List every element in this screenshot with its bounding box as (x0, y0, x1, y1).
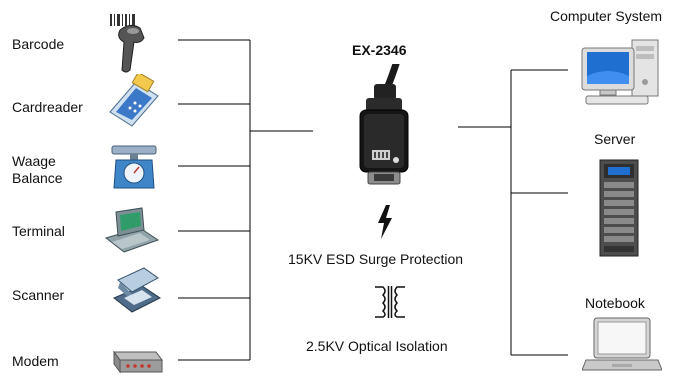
feature-optical-isolation: 2.5KV Optical Isolation (306, 338, 448, 354)
scale-icon (111, 145, 157, 189)
feature-esd-protection: 15KV ESD Surge Protection (288, 251, 464, 267)
barcode-scanner-icon (110, 14, 145, 73)
device-label-barcode: Barcode (12, 36, 65, 52)
device-label-waage-balance: Waage Balance (12, 153, 63, 186)
device-label-server: Server (594, 131, 636, 147)
modem-icon (113, 350, 163, 374)
device-label-notebook: Notebook (585, 295, 645, 311)
device-label-computer-system: Computer System (550, 8, 663, 24)
computer-icon (581, 39, 659, 105)
product-name: EX-2346 (352, 42, 407, 58)
flatbed-scanner-icon (113, 267, 161, 313)
notebook-icon (582, 317, 662, 371)
adapter-icon (359, 64, 409, 185)
device-label-cardreader: Cardreader (12, 99, 83, 115)
server-rack-icon (599, 159, 639, 257)
device-label-scanner: Scanner (12, 287, 65, 303)
device-label-terminal: Terminal (12, 223, 65, 239)
terminal-icon (104, 207, 160, 253)
card-reader-icon (109, 74, 159, 127)
device-label-modem: Modem (12, 353, 59, 369)
lightning-icon (378, 205, 392, 239)
transformer-icon (375, 286, 405, 318)
